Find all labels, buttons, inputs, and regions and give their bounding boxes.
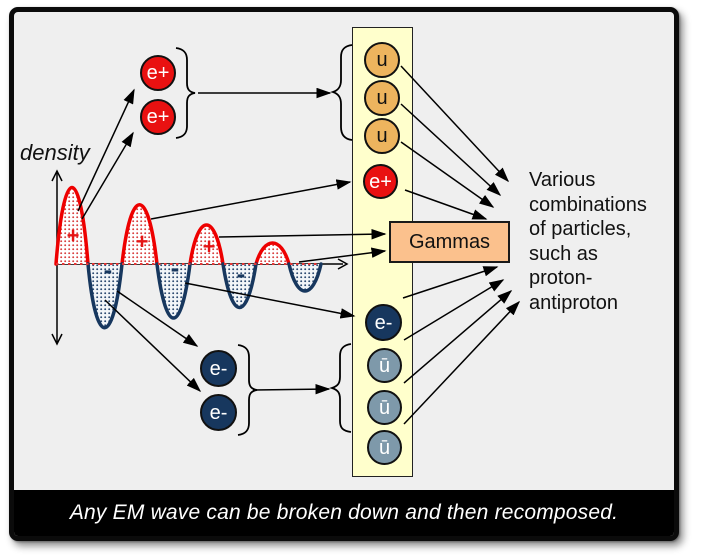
up-quark-circle: u xyxy=(364,80,400,116)
arrow-wave-to-positron-1 xyxy=(77,88,135,212)
arrow-wave-to-strip-positron xyxy=(150,179,352,220)
arrow-quark2-to-note xyxy=(400,103,502,197)
wave-plus-sign: + xyxy=(66,223,80,248)
wave-minus-sign: - xyxy=(103,254,113,285)
arrow-wave-to-gammas-1 xyxy=(218,228,387,240)
arrow-wave-to-strip-electron xyxy=(184,282,356,319)
arrow-positron-to-note xyxy=(404,189,488,220)
combinations-note: Various combinations of particles, such … xyxy=(529,169,647,314)
em-wave-negative-lobes xyxy=(86,262,323,330)
brace-up-quarks xyxy=(330,44,353,141)
arrow-electrons-to-antiquarks xyxy=(252,383,331,395)
caption-bar: Any EM wave can be broken down and then … xyxy=(14,490,674,536)
wave-plus-sign: + xyxy=(202,234,216,259)
arrow-antiquark1-to-note xyxy=(403,290,513,384)
em-wave-positive-lobes xyxy=(54,186,291,266)
positron-circle: e+ xyxy=(140,55,176,91)
arrow-wave-to-electron-1 xyxy=(116,290,199,347)
anti-up-quark-circle: ū xyxy=(367,430,402,465)
arrow-wave-to-gammas-2 xyxy=(298,247,387,263)
anti-up-quark-circle: ū xyxy=(367,348,402,383)
gammas-box: Gammas xyxy=(389,221,510,263)
strip-positron-circle: e+ xyxy=(363,164,398,199)
brace-anti-up-quarks xyxy=(329,343,352,433)
brace-positron-pair xyxy=(175,47,196,139)
flow-arrows xyxy=(77,65,521,425)
arrow-strip-to-note xyxy=(402,266,499,299)
wave-minus-sign: - xyxy=(236,258,246,289)
strip-electron-circle: e- xyxy=(365,304,402,341)
arrow-electron-to-note xyxy=(403,279,505,341)
anti-up-quark-circle: ū xyxy=(367,390,402,425)
up-quark-circle: u xyxy=(364,42,400,78)
up-quark-circle: u xyxy=(364,118,400,154)
arrow-antiquark2-to-note xyxy=(403,300,521,425)
wave-plus-sign: + xyxy=(135,229,149,254)
arrow-quark1-to-note xyxy=(400,65,510,183)
wave-minus-sign: - xyxy=(170,252,180,283)
arrow-wave-to-positron-2 xyxy=(81,131,134,220)
caption-text: Any EM wave can be broken down and then … xyxy=(69,501,619,524)
arrow-quark3-to-note xyxy=(400,141,495,208)
electron-circle: e- xyxy=(200,350,237,387)
positron-circle: e+ xyxy=(140,99,176,135)
electron-circle: e- xyxy=(200,394,237,431)
density-axis-label: density xyxy=(20,140,90,165)
arrow-wave-to-electron-2 xyxy=(104,299,202,393)
